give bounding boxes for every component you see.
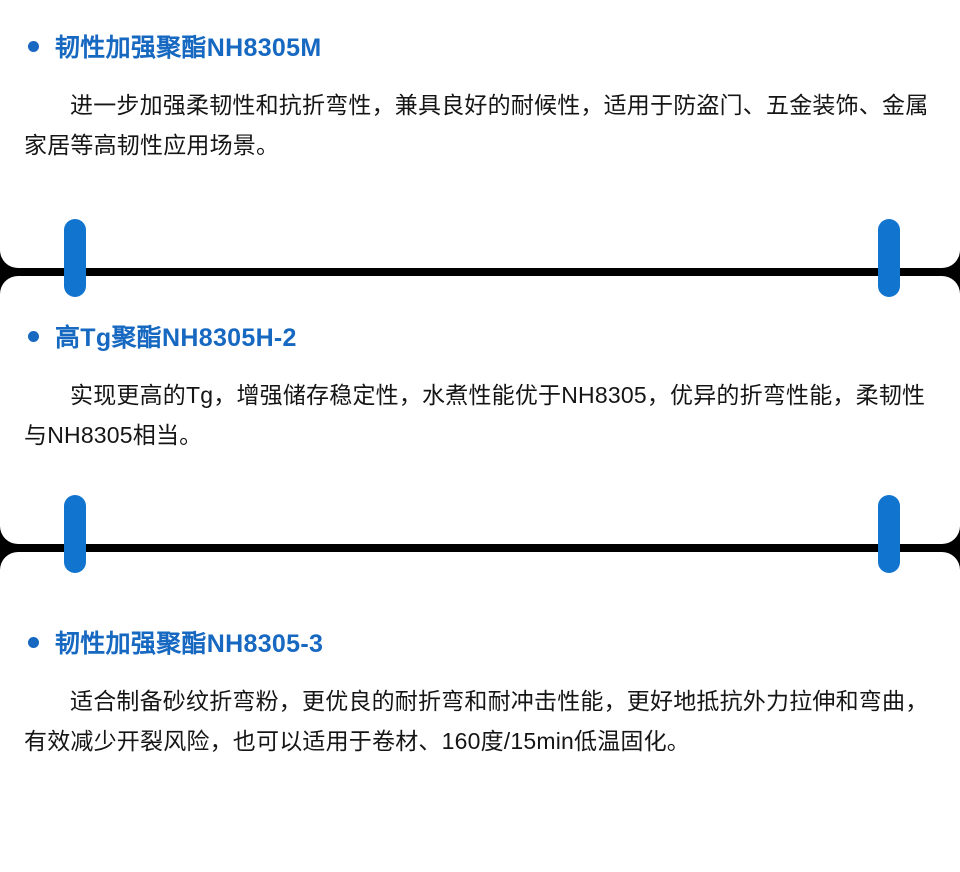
bullet-dot-icon	[28, 636, 39, 648]
section-body-3: 适合制备砂纹折弯粉，更优良的耐折弯和耐冲击性能，更好地抵抗外力拉伸和弯曲，有效减…	[24, 688, 929, 754]
section-card-1: 韧性加强聚酯NH8305M 进一步加强柔韧性和抗折弯性，兼具良好的耐候性，适用于…	[0, 0, 960, 268]
section-heading-1: 韧性加强聚酯NH8305M	[0, 0, 960, 64]
section-heading-2: 高Tg聚酯NH8305H-2	[0, 276, 960, 354]
section-title-1: 韧性加强聚酯NH8305M	[55, 34, 322, 62]
connector-bar-right-2	[878, 495, 900, 573]
section-body-2: 实现更高的Tg，增强储存稳定性，水煮性能优于NH8305，优异的折弯性能，柔韧性…	[24, 382, 926, 448]
section-card-2: 高Tg聚酯NH8305H-2 实现更高的Tg，增强储存稳定性，水煮性能优于NH8…	[0, 276, 960, 544]
section-title-3: 韧性加强聚酯NH8305-3	[55, 630, 324, 658]
section-card-3: 韧性加强聚酯NH8305-3 适合制备砂纹折弯粉，更优良的耐折弯和耐冲击性能，更…	[0, 552, 960, 872]
section-body-1: 进一步加强柔韧性和抗折弯性，兼具良好的耐候性，适用于防盗门、五金装饰、金属家居等…	[24, 92, 929, 158]
connector-bar-left-2	[64, 495, 86, 573]
bullet-dot-icon	[28, 330, 39, 342]
section-heading-3: 韧性加强聚酯NH8305-3	[0, 552, 960, 660]
section-title-2: 高Tg聚酯NH8305H-2	[55, 324, 297, 352]
connector-bar-left-1	[64, 219, 86, 297]
connector-bar-right-1	[878, 219, 900, 297]
bullet-dot-icon	[28, 40, 39, 52]
